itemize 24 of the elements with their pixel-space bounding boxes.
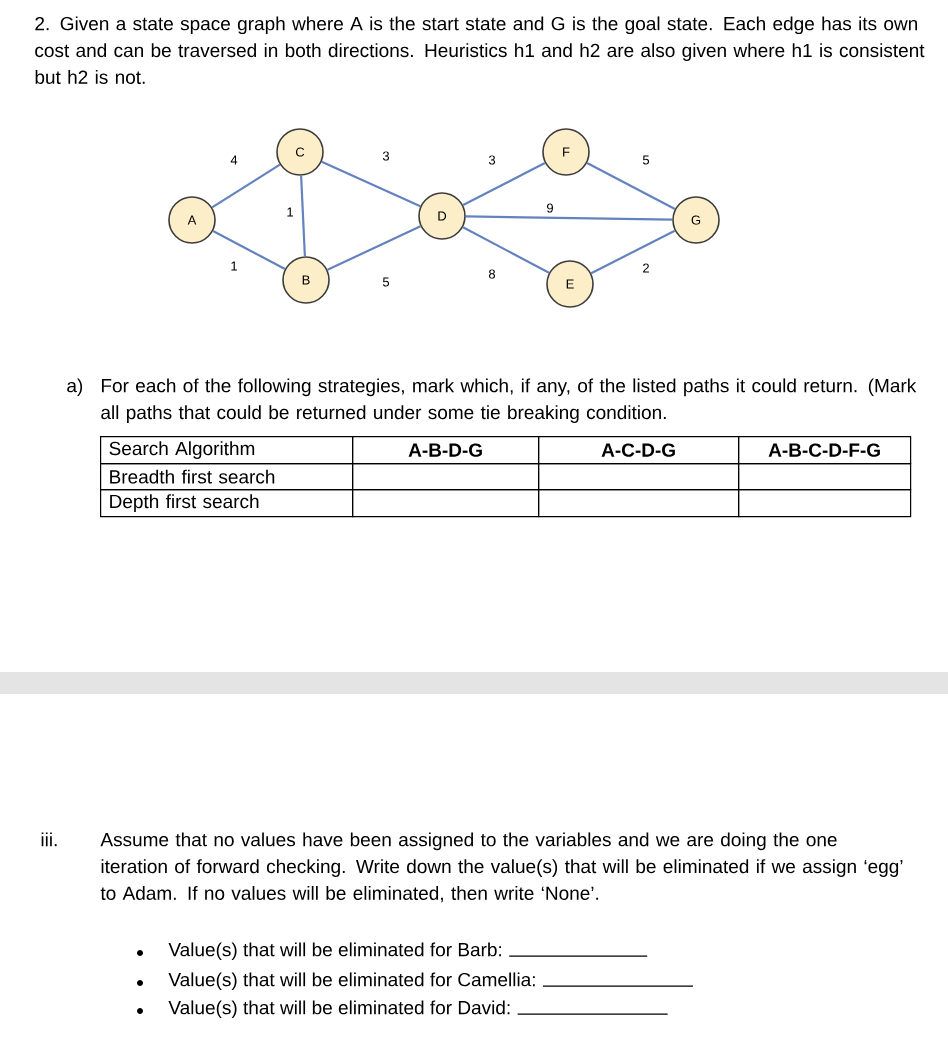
edge-line: [327, 225, 421, 271]
table-cell: Depth first search: [100, 489, 354, 518]
edge-line: [211, 163, 281, 209]
edge-line: [462, 226, 550, 274]
list-item: Value(s) that will be eliminated for Camellia:: [168, 972, 535, 991]
edge-line: [321, 160, 421, 208]
item-marker: iii.: [41, 832, 57, 847]
edge-line: [465, 215, 673, 221]
edge-line: [300, 175, 306, 257]
edge-line: [590, 229, 676, 275]
table-cell: A-B-C-D-F-G: [738, 436, 912, 465]
list-item: Value(s) that will be eliminated for David:: [168, 1000, 510, 1019]
table-cell: A-B-D-G: [352, 436, 540, 465]
edge-line: [586, 162, 676, 210]
item-marker: a): [67, 378, 83, 397]
edge-line: [462, 161, 546, 207]
question-text: Assume that no values have been assigned to the variables and we are doing the one iteration of forward checking. Write down the value(s) that will be eliminated if we assign ‘egg’ to Adam. If no values will be eliminated, then write ‘None’.: [100, 832, 903, 903]
title-text: 2. Given a state space graph where A is the start state and G is the goal state. Each edge has its own cost and can be traversed in both directions. Heuristics h1 and h2 are also given where h1 is consistent but h2 is not.: [35, 16, 925, 84]
question-text: For each of the following strategies, mark which, if any, of the listed paths it could return. (Mark all paths that could be returned under some tie breaking condition.: [101, 378, 917, 423]
edge-line: [212, 230, 286, 270]
table-cell: Breadth first search: [100, 463, 354, 491]
table-cell: Search Algorithm: [100, 436, 354, 465]
list-item: Value(s) that will be eliminated for Barb:: [168, 942, 501, 961]
table-cell: A-C-D-G: [538, 436, 740, 465]
